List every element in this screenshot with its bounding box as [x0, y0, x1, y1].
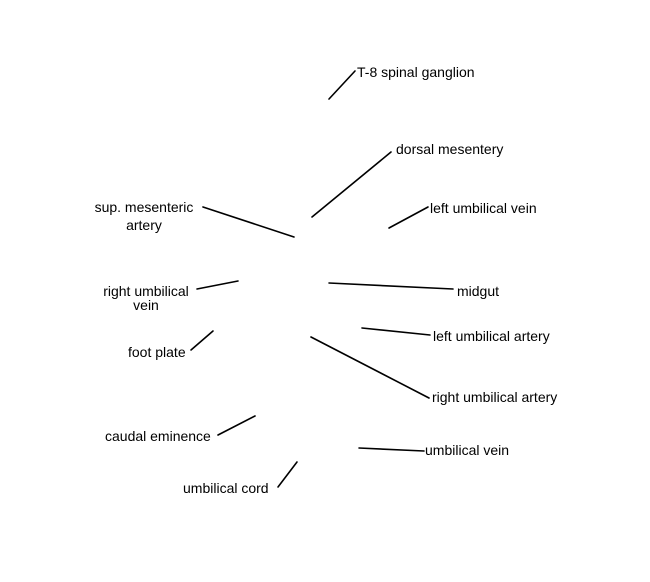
leader-caudal-eminence [217, 415, 256, 436]
label-right-umbilical-vein-line1: right umbilical [103, 283, 189, 299]
label-right-umbilical-vein-line2: vein [133, 297, 159, 313]
label-right-umbilical-artery: right umbilical artery [432, 389, 558, 405]
leader-right-umbilical-vein [196, 280, 239, 290]
label-left-umbilical-artery: left umbilical artery [433, 328, 550, 344]
label-left-umbilical-vein: left umbilical vein [430, 200, 537, 216]
leader-umbilical-cord [277, 461, 298, 488]
label-sup-mesenteric-artery: sup. mesenteric artery [88, 199, 200, 233]
label-umbilical-vein: umbilical vein [425, 442, 510, 458]
leader-right-umbilical-artery [310, 336, 430, 399]
label-sup-mesenteric-artery-line2: artery [126, 217, 162, 233]
leader-left-umbilical-vein [388, 206, 429, 229]
leader-foot-plate [190, 330, 214, 351]
label-umbilical-cord: umbilical cord [183, 480, 269, 496]
label-foot-plate: foot plate [128, 344, 186, 360]
leader-t8-spinal-ganglion [328, 70, 356, 100]
leader-dorsal-mesentery [311, 151, 392, 218]
label-sup-mesenteric-artery-line1: sup. mesenteric [94, 199, 194, 215]
label-t8-spinal-ganglion: T-8 spinal ganglion [357, 64, 475, 80]
label-dorsal-mesentery: dorsal mesentery [396, 141, 504, 157]
label-right-umbilical-vein: right umbilical vein [95, 284, 197, 312]
label-midgut: midgut [457, 283, 500, 299]
leader-left-umbilical-artery [361, 327, 431, 336]
leader-umbilical-vein [358, 447, 425, 452]
leader-midgut [328, 282, 454, 290]
leader-sup-mesenteric-artery [202, 206, 295, 238]
label-caudal-eminence: caudal eminence [105, 428, 211, 444]
